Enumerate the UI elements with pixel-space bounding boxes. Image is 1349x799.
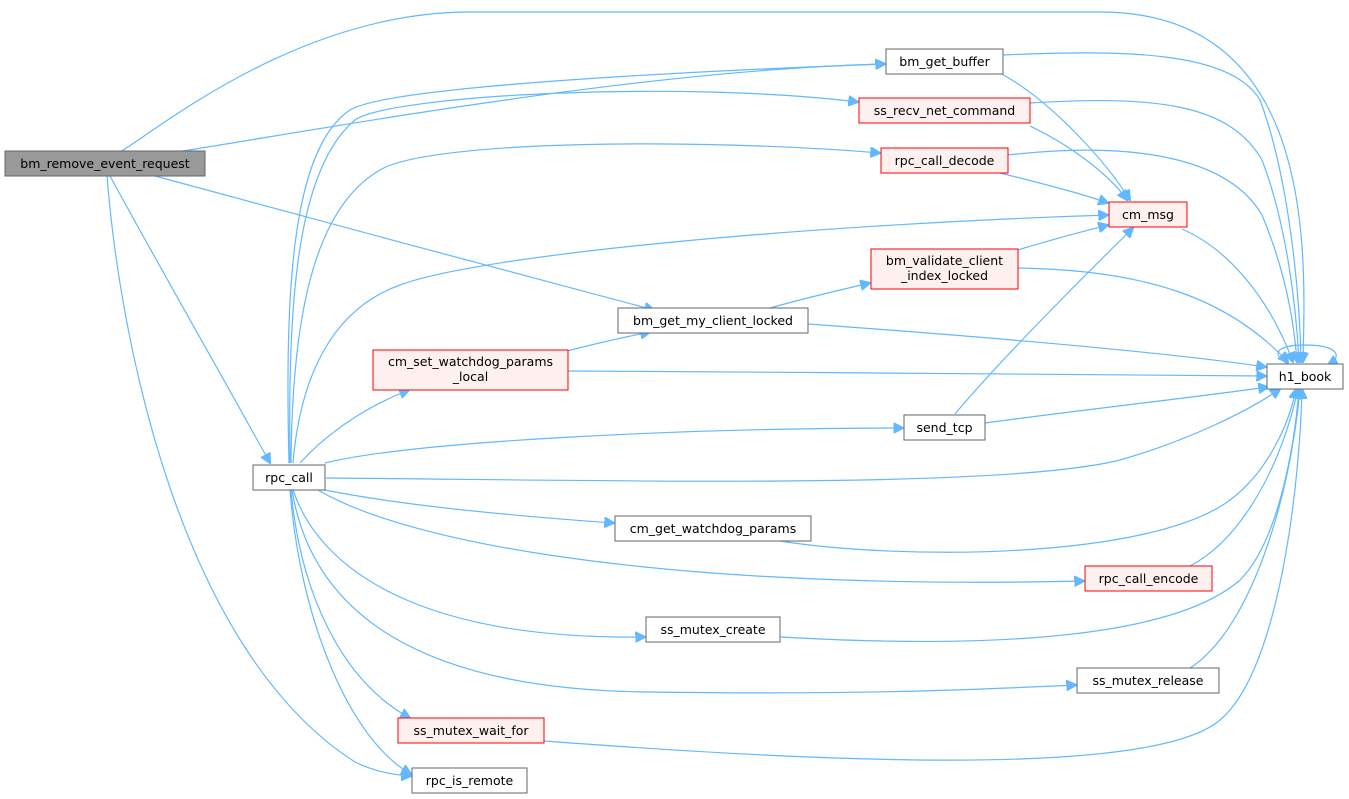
node-label-line1: bm_validate_client bbox=[886, 253, 1003, 268]
edge-rpc_call-rpc_call_decode bbox=[290, 143, 880, 464]
node-label: bm_remove_event_request bbox=[20, 156, 190, 171]
node-box bbox=[858, 97, 1031, 124]
edge-cm_get_watchdog_params-h1_book bbox=[779, 389, 1296, 553]
node-label-line2: _index_locked bbox=[900, 268, 988, 283]
edge-ss_mutex_create-h1_book bbox=[780, 389, 1299, 643]
edge-rpc_call-h1_book bbox=[325, 389, 1280, 482]
edge-rpc_call-cm_get_watchdog_params bbox=[324, 489, 614, 523]
edge-ss_mutex_wait_for-h1_book bbox=[543, 389, 1302, 761]
node-box bbox=[903, 414, 986, 441]
node-label: ss_recv_net_command bbox=[874, 103, 1016, 118]
edge-rpc_call-rpc_call_encode bbox=[317, 489, 1084, 582]
edge-bm_remove_event_request-bm_get_my_client_locked bbox=[154, 175, 654, 310]
node-rpc_is_remote[interactable]: rpc_is_remote bbox=[411, 767, 528, 794]
node-bm_get_my_client_locked[interactable]: bm_get_my_client_locked bbox=[617, 307, 809, 334]
node-ss_mutex_release[interactable]: ss_mutex_release bbox=[1076, 667, 1220, 694]
edge-rpc_call-send_tcp bbox=[324, 428, 903, 464]
edge-rpc_call-ss_mutex_wait_for bbox=[290, 489, 410, 718]
node-label: bm_get_buffer bbox=[899, 54, 990, 69]
node-label: h1_book bbox=[1279, 369, 1332, 384]
edge-ss_mutex_release-h1_book bbox=[1189, 389, 1300, 669]
node-box bbox=[1076, 667, 1220, 694]
edge-cm_msg-h1_book bbox=[1181, 228, 1293, 362]
node-label: bm_get_my_client_locked bbox=[633, 313, 793, 328]
node-box bbox=[870, 248, 1019, 290]
node-label: ss_mutex_wait_for bbox=[413, 723, 529, 738]
edge-rpc_call_decode-h1_book bbox=[1007, 149, 1297, 362]
edge-ss_recv_net_command-h1_book bbox=[1029, 99, 1299, 362]
edge-rpc_call-rpc_is_remote bbox=[289, 489, 411, 774]
edge-bm_get_buffer-cm_msg bbox=[999, 72, 1130, 200]
edge-rpc_call-ss_recv_net_command bbox=[289, 90, 858, 464]
node-rpc_call[interactable]: rpc_call bbox=[252, 464, 326, 491]
node-box bbox=[614, 515, 812, 542]
edge-rpc_call-ss_mutex_create bbox=[292, 489, 645, 637]
edge-bm_remove_event_request-rpc_is_remote bbox=[106, 175, 411, 776]
node-box bbox=[645, 616, 781, 643]
node-box bbox=[880, 147, 1009, 174]
edge-bm_remove_event_request-rpc_call bbox=[109, 175, 270, 463]
node-box bbox=[885, 48, 1004, 75]
node-cm_msg[interactable]: cm_msg bbox=[1108, 201, 1188, 228]
node-box bbox=[4, 150, 206, 177]
node-send_tcp[interactable]: send_tcp bbox=[903, 414, 986, 441]
node-label: rpc_call_encode bbox=[1099, 571, 1199, 586]
node-box bbox=[1084, 565, 1213, 592]
edge-bm_validate_client_index_locked-cm_msg bbox=[1017, 225, 1108, 251]
node-box bbox=[397, 717, 545, 744]
edge-rpc_call-ss_mutex_release bbox=[291, 489, 1076, 694]
node-label: ss_mutex_release bbox=[1093, 673, 1204, 688]
edge-cm_set_watchdog_params_local-h1_book bbox=[567, 370, 1266, 376]
node-label-line2: _local bbox=[452, 369, 488, 384]
edge-rpc_call-cm_msg bbox=[292, 215, 1108, 464]
edge-bm_get_my_client_locked-h1_book bbox=[807, 323, 1266, 367]
edge-send_tcp-cm_msg bbox=[954, 228, 1133, 415]
node-box bbox=[1266, 363, 1344, 390]
nodes-layer: bm_remove_event_request bm_get_buffer ss… bbox=[4, 48, 1344, 794]
edges-layer bbox=[106, 11, 1336, 776]
node-cm_get_watchdog_params[interactable]: cm_get_watchdog_params bbox=[614, 515, 812, 542]
edge-bm_remove_event_request-h1_book bbox=[119, 11, 1304, 362]
edge-rpc_call-cm_set_watchdog_params_local bbox=[299, 390, 409, 464]
node-label: rpc_call_decode bbox=[895, 153, 995, 168]
node-box bbox=[1108, 201, 1188, 228]
node-label: rpc_is_remote bbox=[426, 773, 514, 788]
edge-ss_recv_net_command-cm_msg bbox=[1029, 125, 1127, 200]
node-rpc_call_encode[interactable]: rpc_call_encode bbox=[1084, 565, 1213, 592]
edge-bm_remove_event_request-bm_get_buffer bbox=[175, 64, 885, 153]
node-bm_validate_client_index_locked[interactable]: bm_validate_client _index_locked bbox=[870, 248, 1019, 290]
node-h1_book[interactable]: h1_book bbox=[1266, 363, 1344, 390]
edge-cm_set_watchdog_params_local-bm_get_my_client_locked bbox=[566, 332, 650, 352]
edge-bm_get_my_client_locked-bm_validate_client_index_locked bbox=[769, 283, 870, 309]
node-label: ss_mutex_create bbox=[660, 622, 765, 637]
edge-bm_validate_client_index_locked-h1_book bbox=[1017, 267, 1288, 362]
edge-rpc_call_encode-h1_book bbox=[1189, 389, 1298, 567]
node-rpc_call_decode[interactable]: rpc_call_decode bbox=[880, 147, 1009, 174]
node-cm_set_watchdog_params_local[interactable]: cm_set_watchdog_params _local bbox=[372, 349, 569, 391]
node-bm_get_buffer[interactable]: bm_get_buffer bbox=[885, 48, 1004, 75]
node-ss_mutex_create[interactable]: ss_mutex_create bbox=[645, 616, 781, 643]
node-label: cm_msg bbox=[1122, 207, 1174, 222]
node-box bbox=[252, 464, 326, 491]
edge-rpc_call-bm_get_buffer bbox=[287, 64, 885, 464]
edge-send_tcp-h1_book bbox=[984, 387, 1268, 424]
edge-rpc_call_decode-cm_msg bbox=[995, 171, 1108, 203]
edge-h1_book-self bbox=[1277, 344, 1336, 365]
node-ss_mutex_wait_for[interactable]: ss_mutex_wait_for bbox=[397, 717, 545, 744]
edge-bm_get_buffer-h1_book bbox=[1002, 52, 1301, 362]
node-ss_recv_net_command[interactable]: ss_recv_net_command bbox=[858, 97, 1031, 124]
node-box bbox=[617, 307, 809, 334]
node-label: cm_get_watchdog_params bbox=[630, 521, 797, 536]
node-box bbox=[411, 767, 528, 794]
node-box bbox=[372, 349, 569, 391]
node-label: send_tcp bbox=[916, 420, 972, 435]
node-bm_remove_event_request[interactable]: bm_remove_event_request bbox=[4, 150, 206, 177]
node-label: rpc_call bbox=[265, 470, 313, 485]
node-label-line1: cm_set_watchdog_params bbox=[388, 354, 553, 369]
